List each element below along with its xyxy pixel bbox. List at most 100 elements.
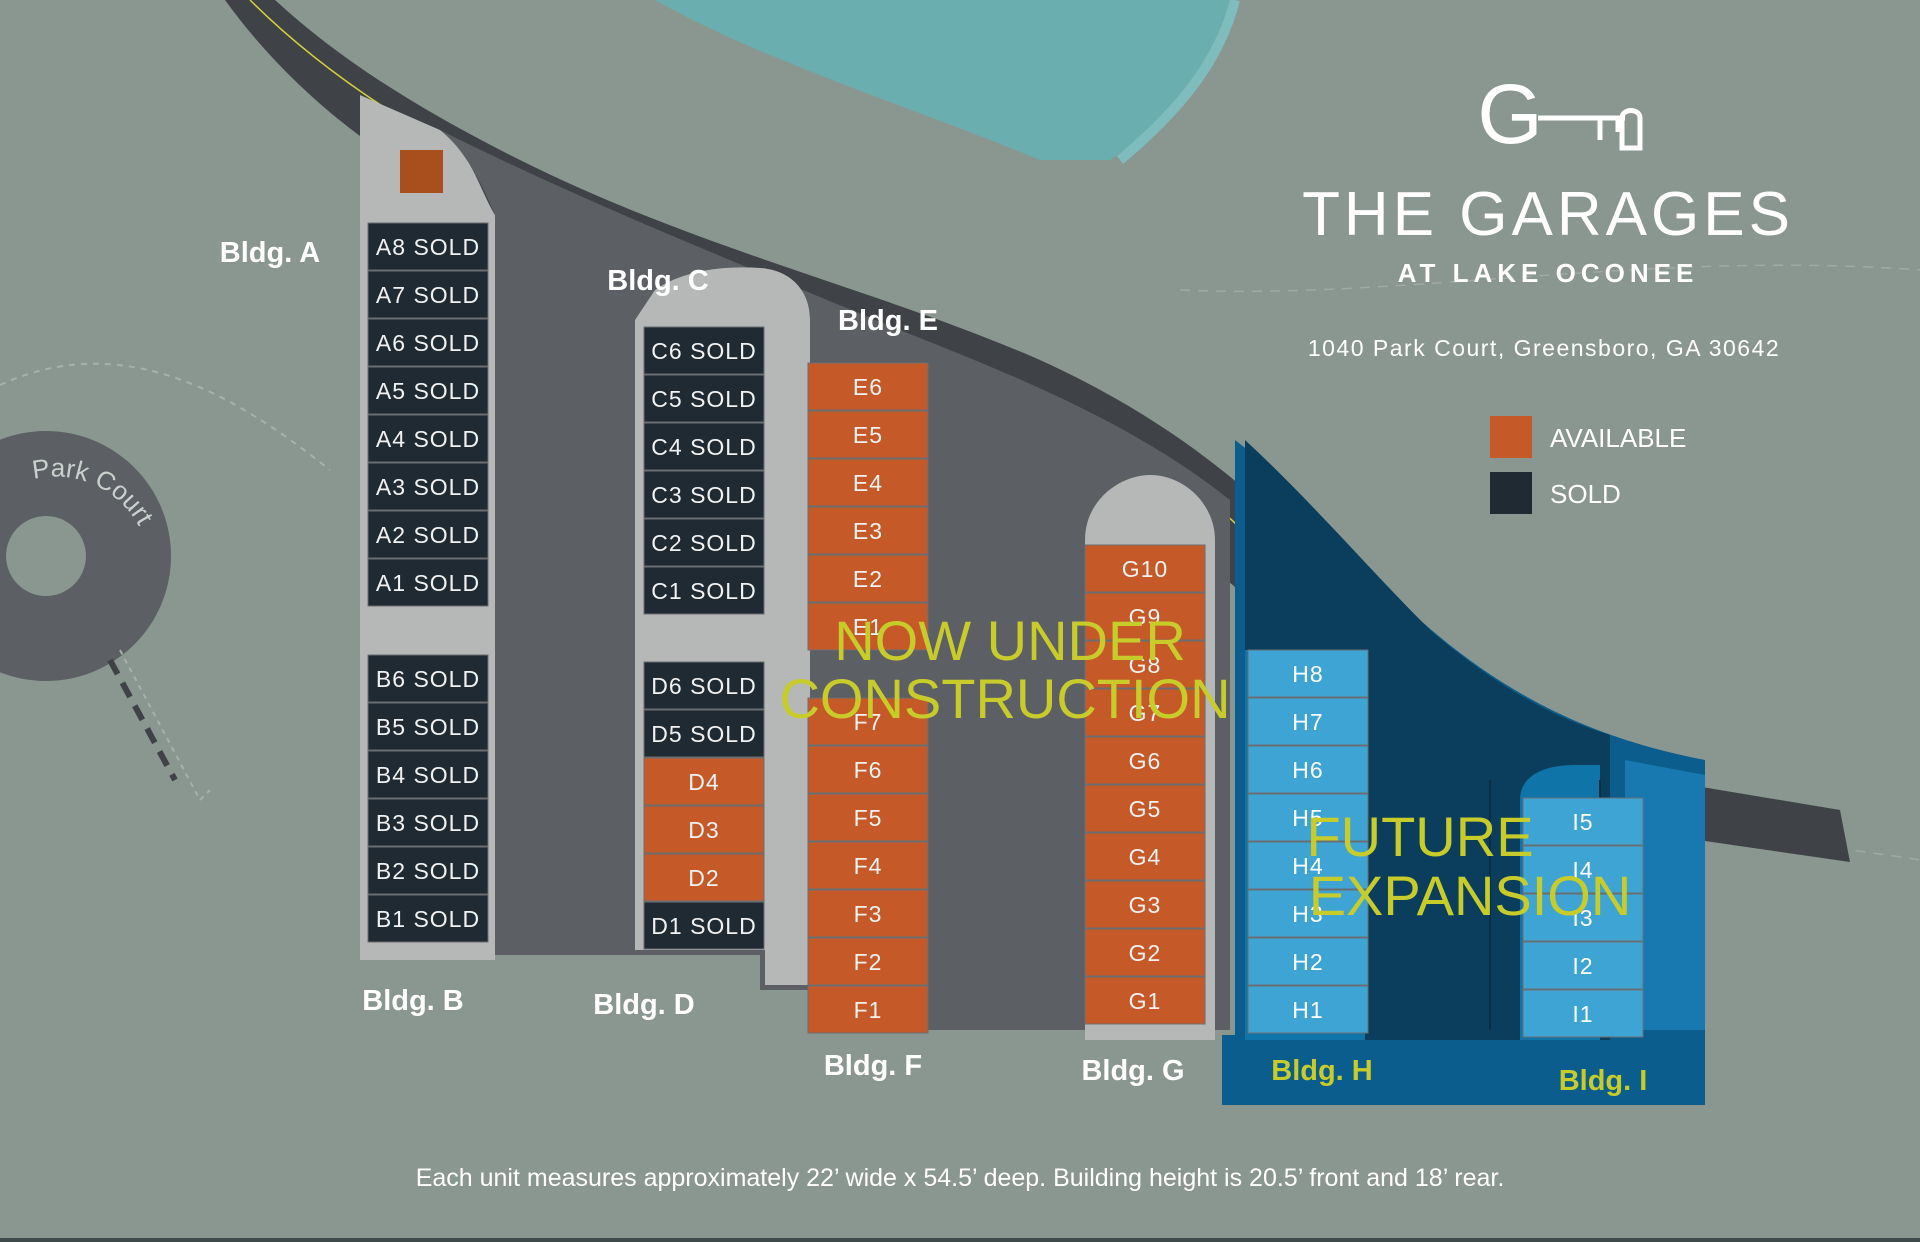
unit-i4[interactable]	[1522, 845, 1644, 894]
building-label-a: Bldg. A	[220, 237, 320, 269]
unit-label: C6 SOLD	[651, 338, 756, 364]
unit-label: I5	[1572, 809, 1593, 835]
unit-g8[interactable]	[1084, 640, 1206, 689]
unit-g4[interactable]	[1084, 832, 1206, 881]
unit-label: G3	[1129, 892, 1162, 918]
unit-d6[interactable]	[643, 661, 765, 710]
unit-c4[interactable]	[643, 422, 765, 471]
unit-h1[interactable]	[1247, 985, 1369, 1034]
unit-g3[interactable]	[1084, 880, 1206, 929]
unit-d5[interactable]	[643, 709, 765, 758]
unit-label: B6 SOLD	[376, 666, 480, 692]
unit-d3[interactable]	[643, 805, 765, 854]
logo: G	[1477, 67, 1643, 161]
unit-c3[interactable]	[643, 470, 765, 519]
easement-line	[119, 649, 211, 802]
unit-h5[interactable]	[1247, 793, 1369, 842]
unit-b5[interactable]	[367, 702, 489, 751]
unit-c5[interactable]	[643, 374, 765, 423]
unit-h6[interactable]	[1247, 745, 1369, 794]
unit-b1[interactable]	[367, 894, 489, 943]
unit-label: E6	[853, 374, 883, 400]
island-f	[765, 650, 810, 985]
building-label-h: Bldg. H	[1271, 1055, 1373, 1087]
unit-g5[interactable]	[1084, 784, 1206, 833]
unit-f4[interactable]	[807, 841, 929, 890]
unit-a3[interactable]	[367, 462, 489, 511]
unit-g2[interactable]	[1084, 928, 1206, 977]
unit-label: G4	[1129, 844, 1162, 870]
unit-label: F4	[854, 853, 883, 879]
unit-e4[interactable]	[807, 458, 929, 507]
unit-label: F3	[854, 901, 883, 927]
unit-e1[interactable]	[807, 602, 929, 651]
unit-b2[interactable]	[367, 846, 489, 895]
unit-f5[interactable]	[807, 793, 929, 842]
legend-label-sold: SOLD	[1550, 479, 1621, 509]
building-label-d: Bldg. D	[593, 989, 695, 1021]
driveway-line	[107, 658, 178, 782]
unit-h8[interactable]	[1247, 649, 1369, 698]
unit-a1[interactable]	[367, 558, 489, 607]
unit-h7[interactable]	[1247, 697, 1369, 746]
unit-c2[interactable]	[643, 518, 765, 567]
unit-h2[interactable]	[1247, 937, 1369, 986]
unit-f7[interactable]	[807, 697, 929, 746]
unit-g1[interactable]	[1084, 976, 1206, 1025]
unit-label: F7	[854, 709, 883, 735]
property-line	[1179, 264, 1920, 293]
unit-a7[interactable]	[367, 270, 489, 319]
unit-i2[interactable]	[1522, 941, 1644, 990]
unit-b4[interactable]	[367, 750, 489, 799]
unit-h4[interactable]	[1247, 841, 1369, 890]
unit-a4[interactable]	[367, 414, 489, 463]
unit-c6[interactable]	[643, 326, 765, 375]
unit-label: E5	[853, 422, 883, 448]
unit-f1[interactable]	[807, 985, 929, 1034]
unit-d1[interactable]	[643, 901, 765, 950]
unit-label: D4	[688, 769, 719, 795]
unit-d4[interactable]	[643, 757, 765, 806]
brand-subtitle: AT LAKE OCONEE	[1398, 258, 1699, 288]
unit-i5[interactable]	[1522, 797, 1644, 846]
unit-c1[interactable]	[643, 566, 765, 615]
unit-a5[interactable]	[367, 366, 489, 415]
unit-g10[interactable]	[1084, 544, 1206, 593]
unit-i1[interactable]	[1522, 989, 1644, 1038]
unit-g9[interactable]	[1084, 592, 1206, 641]
unit-label: D3	[688, 817, 719, 843]
unit-label: A6 SOLD	[376, 330, 480, 356]
unit-label: C3 SOLD	[651, 482, 756, 508]
unit-g7[interactable]	[1084, 688, 1206, 737]
unit-label: D5 SOLD	[651, 721, 756, 747]
park-court-island	[6, 516, 86, 596]
unit-g6[interactable]	[1084, 736, 1206, 785]
unit-a2[interactable]	[367, 510, 489, 559]
unit-label: D1 SOLD	[651, 913, 756, 939]
unit-d2[interactable]	[643, 853, 765, 902]
unit-label: G2	[1129, 940, 1162, 966]
unit-a6[interactable]	[367, 318, 489, 367]
unit-b3[interactable]	[367, 798, 489, 847]
unit-h3[interactable]	[1247, 889, 1369, 938]
unit-label: H4	[1292, 853, 1323, 879]
unit-f3[interactable]	[807, 889, 929, 938]
unit-e5[interactable]	[807, 410, 929, 459]
unit-label: G1	[1129, 988, 1162, 1014]
address: 1040 Park Court, Greensboro, GA 30642	[1308, 335, 1780, 361]
unit-e3[interactable]	[807, 506, 929, 555]
unit-label: H7	[1292, 709, 1323, 735]
unit-i3[interactable]	[1522, 893, 1644, 942]
unit-a8[interactable]	[367, 222, 489, 271]
unit-e6[interactable]	[807, 362, 929, 411]
unit-label: C4 SOLD	[651, 434, 756, 460]
legend-swatch-sold	[1490, 472, 1532, 514]
lake-shore	[1116, 0, 1240, 164]
unit-label: I1	[1572, 1001, 1593, 1027]
unit-f2[interactable]	[807, 937, 929, 986]
unit-f6[interactable]	[807, 745, 929, 794]
unit-e2[interactable]	[807, 554, 929, 603]
unit-b6[interactable]	[367, 654, 489, 703]
